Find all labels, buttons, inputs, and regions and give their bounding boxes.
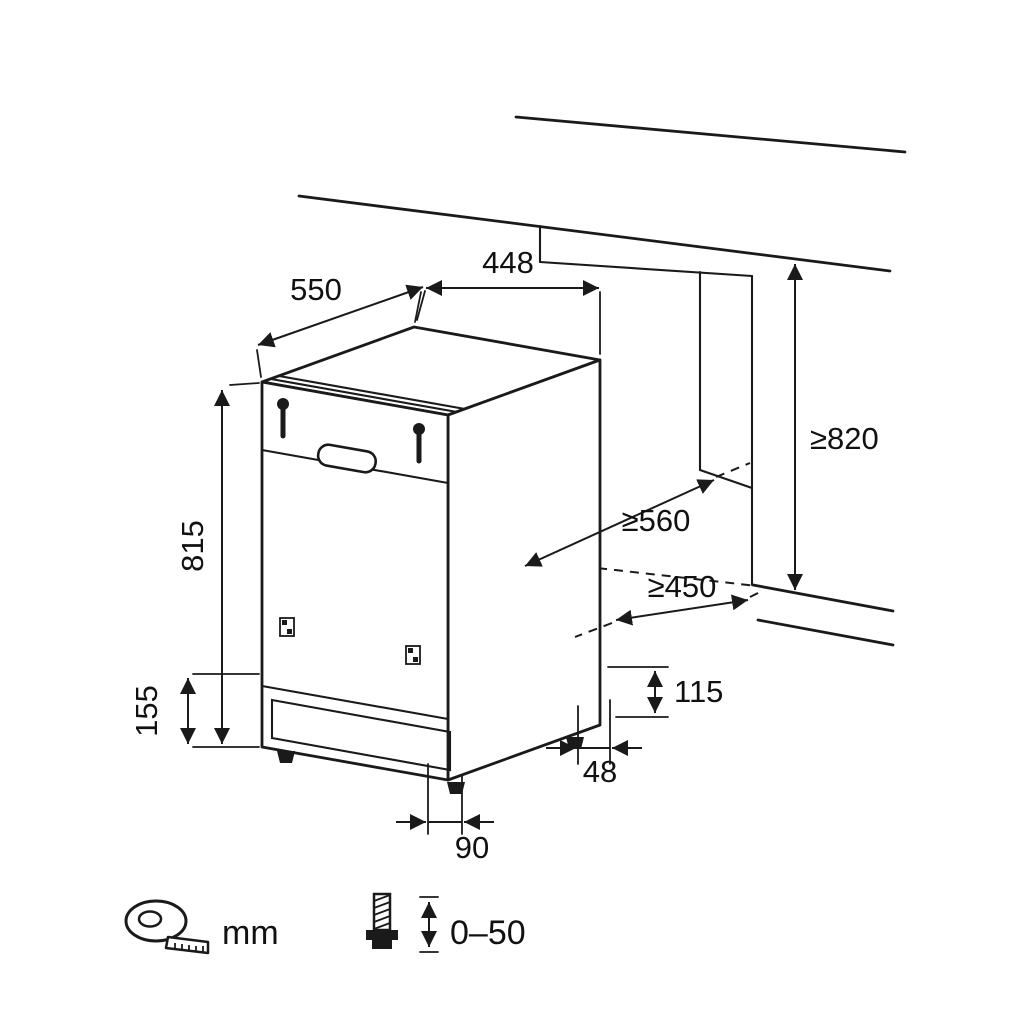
rear-foot-offset-label: 48 xyxy=(583,754,617,789)
front-left-foot xyxy=(277,751,295,763)
door-handle xyxy=(316,443,378,474)
dimension-rear-foot-height: 115 xyxy=(607,666,723,718)
foot-adjustment-range-arrow xyxy=(419,896,439,953)
dimension-plinth-height: 155 xyxy=(129,673,260,744)
niche-width-label: ≥450 xyxy=(648,569,717,604)
dimension-front-foot-offset: 90 xyxy=(396,763,494,865)
dimension-width: 448 xyxy=(416,245,601,355)
foot-adjustment-range-label: 0–50 xyxy=(450,914,526,952)
front-right-foot xyxy=(447,782,465,794)
door-bracket-icon xyxy=(405,645,421,665)
niche-height-label: ≥820 xyxy=(810,421,879,456)
door-bracket-icon xyxy=(279,617,295,637)
dimension-niche-depth: ≥560 xyxy=(524,462,751,567)
dimension-height: 815 xyxy=(175,382,260,748)
plinth-height-label: 155 xyxy=(129,685,164,737)
plinth-panel xyxy=(270,698,452,772)
rear-foot-height-label: 115 xyxy=(674,674,723,709)
tape-measure-icon xyxy=(124,899,210,955)
dimension-depth: 550 xyxy=(256,272,424,378)
fixing-screw-icon xyxy=(413,423,425,464)
front-foot-offset-label: 90 xyxy=(455,830,489,865)
legend: mm 0–50 xyxy=(124,892,526,955)
niche-depth-label: ≥560 xyxy=(622,503,691,538)
dimension-rear-foot-offset: 48 xyxy=(546,699,642,789)
depth-label: 550 xyxy=(290,272,342,307)
fixing-screw-icon xyxy=(277,398,289,439)
height-label: 815 xyxy=(175,520,210,572)
width-label: 448 xyxy=(482,245,534,280)
dishwasher-front-face xyxy=(260,380,450,782)
dishwasher xyxy=(260,325,602,794)
niche-cabinet xyxy=(454,224,895,647)
adjustable-foot-icon xyxy=(366,892,398,949)
worktop xyxy=(297,115,907,273)
unit-label: mm xyxy=(222,914,279,952)
dimension-niche-height: ≥820 xyxy=(787,264,879,590)
dimension-niche-width: ≥450 xyxy=(574,569,765,638)
